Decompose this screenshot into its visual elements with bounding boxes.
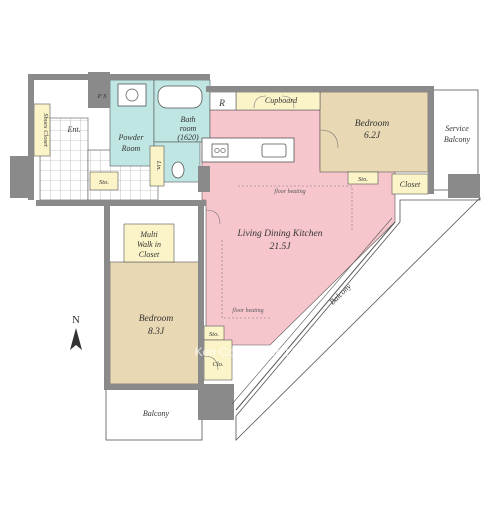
floor-heating-lower-label: floor heating: [232, 307, 263, 314]
bedroom-right-label: Bedroom: [355, 119, 390, 129]
linen-floor: [149, 145, 165, 187]
diagonal-window-line: [235, 221, 396, 411]
ldk-label: Living Dining Kitchen: [237, 229, 323, 239]
floor-heating-upper-label: floor heating: [274, 188, 305, 195]
walls: [10, 72, 480, 420]
bedroom-left-floor: [109, 261, 203, 385]
pipe-shaft-label: P S: [97, 93, 107, 100]
door-swing: [319, 129, 339, 149]
bath-label-2: room: [180, 124, 197, 133]
cupboard-label: Cupboard: [265, 96, 298, 105]
balcony-bottom-floor: [105, 385, 203, 441]
refrigerator-label: R: [218, 99, 225, 109]
storage-right-label: Sto.: [358, 176, 368, 183]
closet-right-label: Closet: [400, 180, 421, 189]
entrance-label: Ent.: [66, 125, 80, 134]
floor-heating-upper-outline: [238, 185, 353, 232]
north-label: N: [72, 314, 80, 326]
north-arrow-icon: [70, 328, 82, 350]
stove-burner-icon: [220, 147, 226, 154]
washbasin-icon: [117, 83, 147, 107]
clo-label: Clo.: [212, 361, 223, 368]
bedroom-right-floor: [319, 91, 429, 173]
walk-in-label-1: Multi: [139, 230, 157, 239]
stove-icon: [211, 143, 229, 158]
powder-label-1: Powder: [118, 133, 145, 142]
door-swing: [253, 95, 267, 109]
door-swing: [203, 355, 219, 371]
floor-heating-lower-outline: [221, 240, 270, 319]
storage-left-floor: [89, 171, 119, 191]
walk-in-label-3: Closet: [139, 250, 160, 259]
room-labels: Bedroom 6.2J Bedroom 8.3J Living Dining …: [42, 93, 471, 418]
service-balcony-label-1: Service: [445, 124, 469, 133]
walk-in-label-2: Walk in: [137, 240, 161, 249]
door-swing: [205, 209, 221, 225]
storage-left-label: Sto.: [99, 179, 109, 186]
powder-label-2: Room: [121, 144, 141, 153]
bathtub-icon: [157, 85, 203, 109]
service-balcony-floor: [429, 89, 479, 191]
ldk-size: 21.5J: [270, 242, 292, 252]
clo-floor: [203, 339, 233, 381]
storage-right-floor: [347, 171, 379, 185]
bath-label-1: Bath: [180, 115, 195, 124]
kitchen-counter: [201, 137, 295, 163]
stove-burner-icon: [214, 147, 220, 154]
north-arrow: N: [70, 314, 82, 350]
balcony-diagonal-floor: [235, 197, 481, 441]
bedroom-left-size: 8.3J: [148, 327, 165, 337]
storage-lower-label: Sto.: [209, 331, 219, 338]
door-swing: [281, 95, 295, 109]
toilet-icon: [171, 161, 185, 179]
walk-in-closet-floor: [123, 223, 175, 263]
shoes-closet-label: Shoes Closet: [42, 113, 49, 147]
linen-label: Lin.: [155, 160, 162, 172]
sink-icon: [261, 143, 287, 158]
service-balcony-label-2: Balcony: [444, 135, 471, 144]
bedroom-left-label: Bedroom: [139, 314, 174, 324]
washbasin-bowl-icon: [125, 88, 139, 102]
bath-label-3: (1620): [177, 133, 199, 142]
watermark: Ken Corporation Ltd.: [195, 345, 306, 359]
diagonal-window-line-inner: [231, 217, 393, 405]
bedroom-right-size: 6.2J: [364, 131, 381, 141]
balcony-bottom-label: Balcony: [143, 409, 170, 418]
